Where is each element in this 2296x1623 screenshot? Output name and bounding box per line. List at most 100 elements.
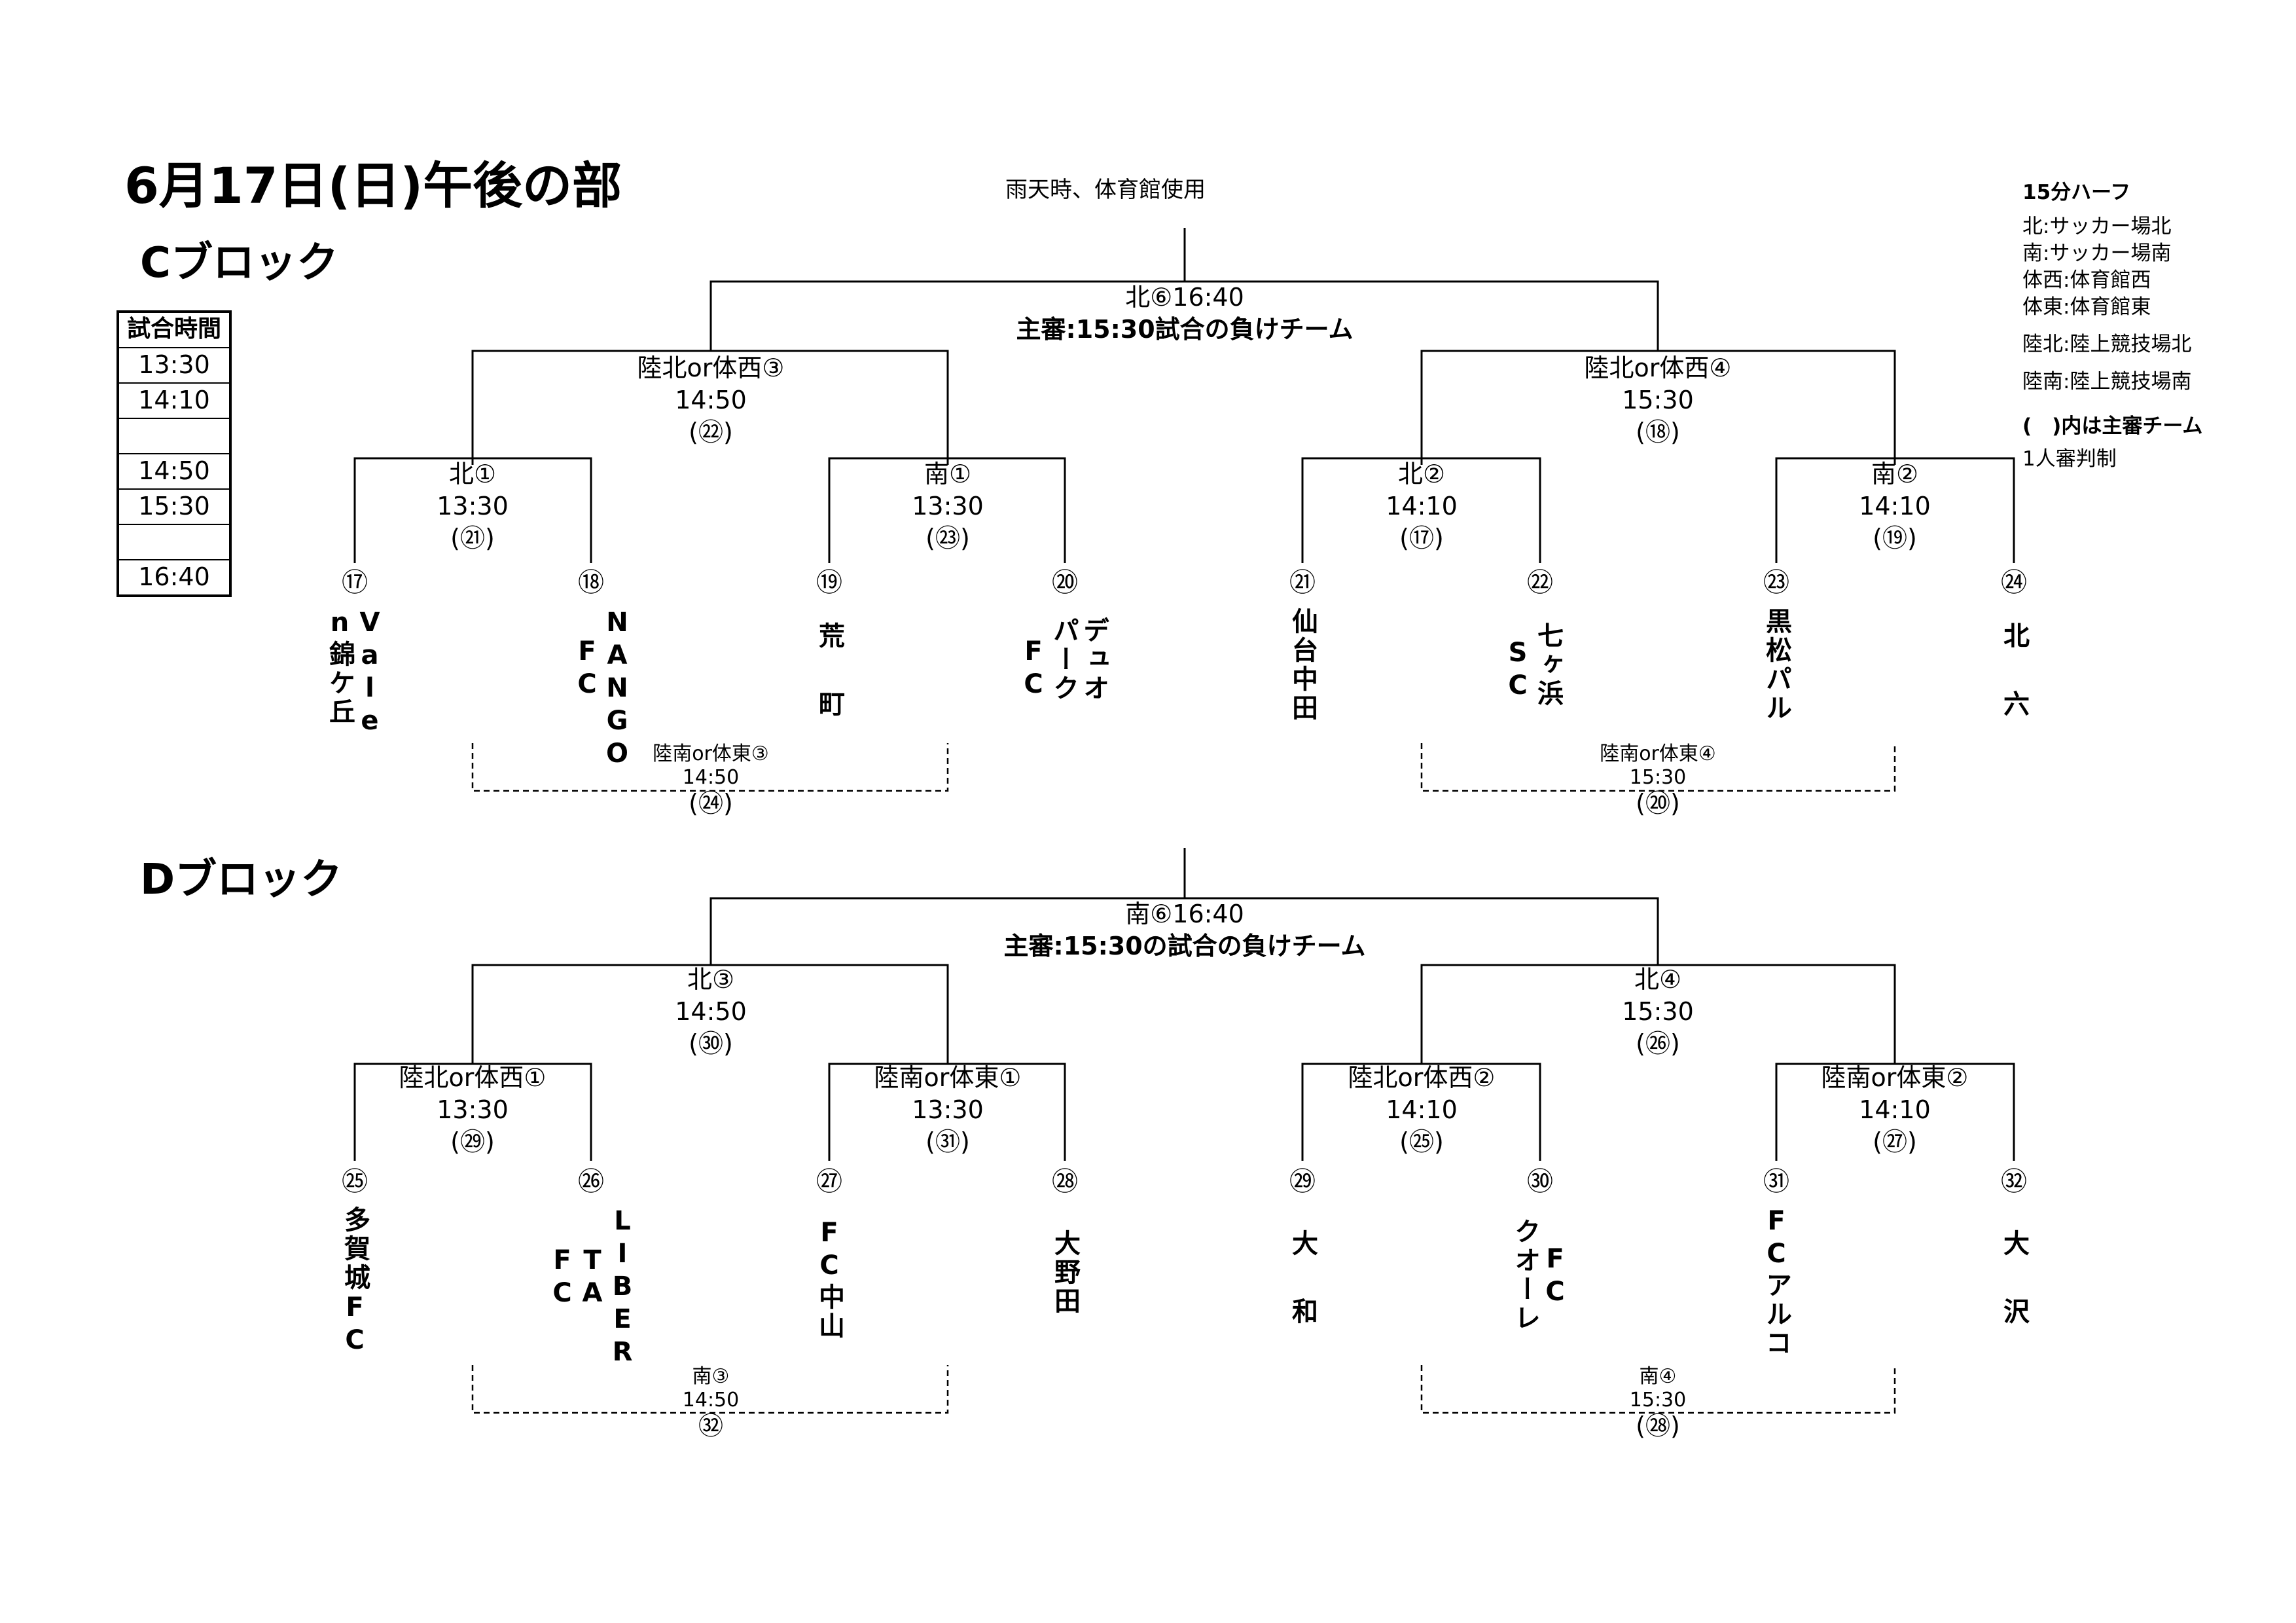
match-referee: (⑰) (1399, 524, 1444, 553)
team-name: 北 六 (1999, 622, 2029, 724)
quarter-match: 北① 13:30 (㉑) (437, 458, 509, 555)
team-name-line: FC中山 (814, 1218, 844, 1341)
match-venue: 北① (448, 460, 497, 488)
match-venue: 南③ (692, 1365, 730, 1388)
team-name: 大 和 (1287, 1230, 1318, 1332)
match-referee: (㉒) (689, 418, 733, 447)
team-name-line: 大野田 (1050, 1230, 1080, 1316)
team-name-line: n錦ケ丘 (325, 608, 355, 727)
match-time: 15:30 (1629, 766, 1687, 789)
team-name-line: SC (1503, 638, 1533, 703)
team-number: ㉔ (2001, 568, 2027, 598)
match-venue: 陸北or体西③ (637, 354, 785, 382)
match-venue: 南① (924, 460, 972, 488)
match-referee: (㉛) (925, 1127, 970, 1156)
legend-single-ref: 1人審判制 (2022, 447, 2117, 471)
final-referee: 主審:15:30の試合の負けチーム (1003, 932, 1366, 960)
match-venue: 陸南or体東③ (653, 742, 769, 765)
schedule-header: 試合時間 (119, 313, 229, 348)
match-venue: 陸南or体東① (874, 1063, 1022, 1092)
match-referee: (⑱) (1636, 418, 1680, 447)
schedule-time: 15:30 (119, 490, 229, 525)
match-time: 13:30 (912, 492, 984, 520)
schedule-time (119, 419, 229, 454)
quarter-match: 陸南or体東① 13:30 (㉛) (874, 1062, 1022, 1158)
team-number: ㉒ (1527, 568, 1553, 598)
schedule-time: 13:30 (119, 348, 229, 384)
match-time: 14:50 (675, 997, 747, 1026)
match-venue: 陸北or体西① (399, 1063, 547, 1092)
team-name-line: FC (1540, 1244, 1570, 1309)
match-referee: (㉖) (1636, 1029, 1680, 1058)
schedule-table: 試合時間 13:30 14:10 14:50 15:30 16:40 (117, 310, 232, 597)
quarter-match: 陸北or体西① 13:30 (㉙) (399, 1062, 547, 1158)
team-name: 七ヶ浜 SC (1503, 622, 1563, 708)
match-venue: 北④ (1634, 965, 1682, 994)
legend-venue: 北:サッカー場北 (2022, 215, 2172, 238)
match-time: 15:30 (1622, 997, 1694, 1026)
match-time: 14:50 (675, 386, 747, 414)
match-referee: (㉕) (1399, 1127, 1444, 1156)
match-venue: 南② (1871, 460, 1919, 488)
team-name-line: クオーレ (1510, 1218, 1540, 1333)
team-name: FCアルコ (1761, 1206, 1791, 1358)
team-name-line: FCアルコ (1761, 1206, 1791, 1358)
quarter-match: 陸北or体西② 14:10 (㉕) (1348, 1062, 1496, 1158)
team-name-line: NANGO (602, 608, 632, 771)
team-number: ㉕ (342, 1167, 368, 1197)
schedule-time: 16:40 (138, 562, 210, 591)
team-name-line: 七ヶ浜 (1533, 622, 1563, 708)
final-referee: 主審:15:30試合の負けチーム (1016, 315, 1354, 344)
final-venue-time: 北⑥16:40 (1125, 283, 1244, 312)
schedule-time (119, 525, 229, 560)
match-time: 15:30 (1622, 386, 1694, 414)
legend-referee-note: ( )内は主審チーム (2022, 414, 2203, 438)
block-title-d: Dブロック (140, 856, 343, 904)
team-name-line: FC (547, 1245, 577, 1311)
match-time: 15:30 (1629, 1389, 1687, 1412)
semi-match: 北④ 15:30 (㉖) (1622, 964, 1694, 1060)
team-number: ⑱ (578, 568, 604, 598)
team-number: ㉚ (1527, 1167, 1553, 1197)
match-referee: (⑲) (1873, 524, 1917, 553)
match-time: 13:30 (912, 1095, 984, 1124)
team-number: ㉙ (1289, 1167, 1316, 1197)
semi-match: 陸北or体西④ 15:30 (⑱) (1585, 352, 1732, 448)
placement-match: 南④ 15:30 (㉘) (1630, 1365, 1686, 1440)
team-name-line: パーク (1049, 617, 1079, 703)
team-name: デュオ パーク FC (1018, 617, 1109, 703)
match-time: 14:10 (1859, 492, 1931, 520)
rain-note: 雨天時、体育館使用 (1005, 177, 1206, 203)
final-match-d: 南⑥16:40 主審:15:30の試合の負けチーム (1003, 898, 1365, 962)
legend-format: 15分ハーフ (2022, 181, 2131, 204)
match-time: 13:30 (437, 1095, 509, 1124)
team-name-line: 黒松パル (1761, 608, 1791, 723)
semi-match: 北③ 14:50 (㉚) (675, 964, 747, 1060)
team-name-line: 仙台中田 (1287, 608, 1318, 723)
team-name-line: 多賀城FC (340, 1206, 370, 1358)
match-venue: 陸南or体東② (1821, 1063, 1969, 1092)
team-name-line: FC (572, 636, 602, 702)
match-time: 14:50 (682, 1389, 740, 1412)
team-name-line: 大 和 (1287, 1230, 1318, 1332)
team-number: ㉓ (1763, 568, 1789, 598)
team-name: 荒 町 (814, 622, 844, 724)
match-time: 14:50 (682, 766, 740, 789)
match-referee: (㉓) (925, 524, 970, 553)
team-name: 仙台中田 (1287, 608, 1318, 723)
quarter-match: 南① 13:30 (㉓) (912, 458, 984, 555)
match-referee: (㉙) (450, 1127, 495, 1156)
match-referee: (㉔) (689, 789, 733, 818)
match-venue: 陸南or体東④ (1600, 742, 1716, 765)
placement-match: 陸南or体東③ 14:50 (㉔) (653, 742, 769, 817)
team-number: ㉘ (1052, 1167, 1078, 1197)
match-referee: (㉗) (1873, 1127, 1917, 1156)
match-referee: (⑳) (1636, 789, 1680, 818)
team-name: 多賀城FC (340, 1206, 370, 1358)
team-name-line: 荒 町 (814, 622, 844, 724)
match-referee: (㉚) (689, 1029, 733, 1058)
team-name-line: FC (1018, 636, 1049, 702)
team-name-line: 北 六 (1999, 622, 2029, 724)
quarter-match: 南② 14:10 (⑲) (1859, 458, 1931, 555)
legend-venue: 体西:体育館西 (2022, 268, 2151, 292)
